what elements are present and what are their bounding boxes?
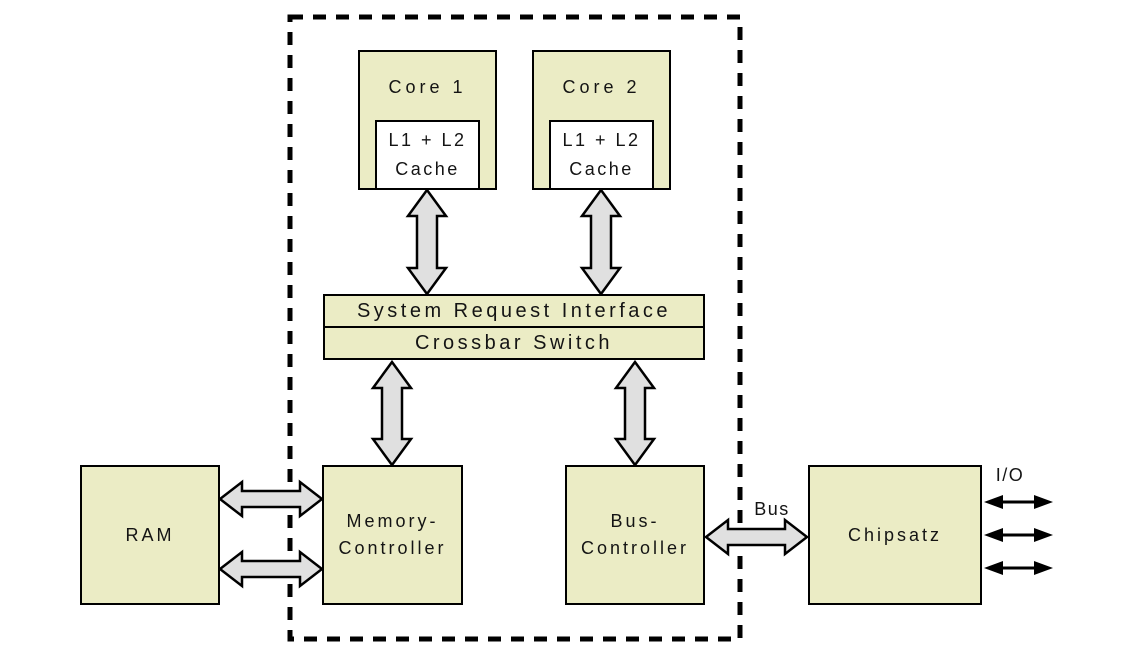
core2-cache-box: L1 + L2 Cache [549,120,654,190]
chipsatz-label: Chipsatz [847,524,943,545]
arrow-crossbar-bus-controller [613,359,657,468]
crossbar-switch-bar: Crossbar Switch [325,328,703,358]
ram-label: RAM [125,524,175,545]
system-request-interface-bar: System Request Interface [325,296,703,328]
core1-cache-box: L1 + L2 Cache [375,120,480,190]
system-request-interface-label: System Request Interface [356,299,672,322]
arrow-ram-memory-controller-lower [217,549,325,589]
arrow-core1-sri [405,187,449,297]
io-label: I/O [995,465,1025,485]
core2-cache-line2: Cache [569,159,634,179]
chipsatz-box: Chipsatz [808,465,982,605]
core1-cache-line1: L1 + L2 [388,130,467,150]
crossbar-switch-label: Crossbar Switch [414,331,614,354]
core2-label: Core 2 [562,77,641,97]
bus-label: Bus [754,499,790,519]
io-arrow-3 [984,561,1053,575]
core1-label: Core 1 [388,77,467,97]
memory-controller-line1: Memory- [346,511,439,531]
io-arrow-1 [984,495,1053,509]
sri-crossbar-stack: System Request Interface Crossbar Switch [323,294,705,360]
memory-controller-box: Memory- Controller [322,465,463,605]
bus-controller-line1: Bus- [610,511,660,531]
arrow-bus-controller-chipsatz [703,517,810,557]
memory-controller-line2: Controller [338,538,447,558]
cpu-die-dashed-boundary [287,14,743,642]
io-arrow-2 [984,528,1053,542]
ram-box: RAM [80,465,220,605]
arrow-ram-memory-controller-upper [217,479,325,519]
core2-cache-line1: L1 + L2 [562,130,641,150]
arrow-crossbar-memory-controller [370,359,414,468]
arrow-core2-sri [579,187,623,297]
bus-controller-box: Bus- Controller [565,465,705,605]
bus-controller-line2: Controller [580,538,690,558]
core1-cache-line2: Cache [395,159,460,179]
